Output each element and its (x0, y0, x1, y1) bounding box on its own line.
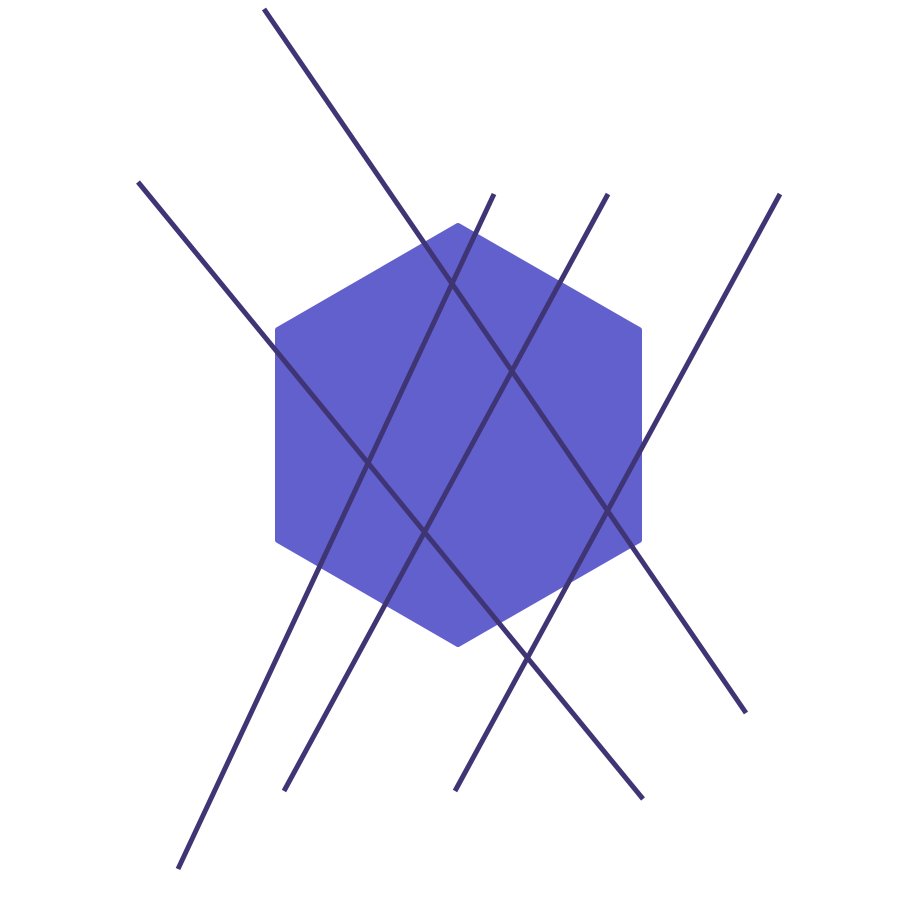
diagonal-line-5 (452, 192, 783, 793)
hexagon-shape (275, 223, 642, 647)
diagonal-line-4 (281, 192, 611, 793)
diagonal-line-1 (261, 7, 749, 715)
diagonal-line-3 (175, 192, 497, 871)
line-group (136, 7, 783, 871)
diagonal-line-2 (136, 180, 645, 801)
